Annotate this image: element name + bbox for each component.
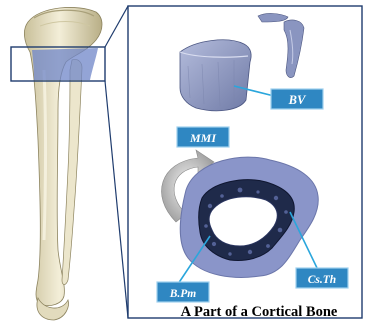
figure-caption: A Part of a Cortical Bone bbox=[181, 304, 338, 320]
bpm-label: B.Pm bbox=[169, 288, 197, 300]
mmi-tag: MMI bbox=[177, 127, 229, 147]
csth-label: Cs.Th bbox=[308, 274, 336, 286]
bv-specimen bbox=[180, 40, 251, 111]
callout-connector-top bbox=[105, 6, 128, 47]
bv-label: BV bbox=[288, 93, 307, 107]
callout-connector-bottom bbox=[105, 81, 128, 318]
bpm-tag: B.Pm bbox=[157, 282, 209, 302]
highlighted-region bbox=[32, 48, 98, 80]
bv-tag: BV bbox=[271, 89, 323, 109]
csth-tag: Cs.Th bbox=[296, 268, 348, 288]
mmi-label: MMI bbox=[189, 131, 217, 145]
